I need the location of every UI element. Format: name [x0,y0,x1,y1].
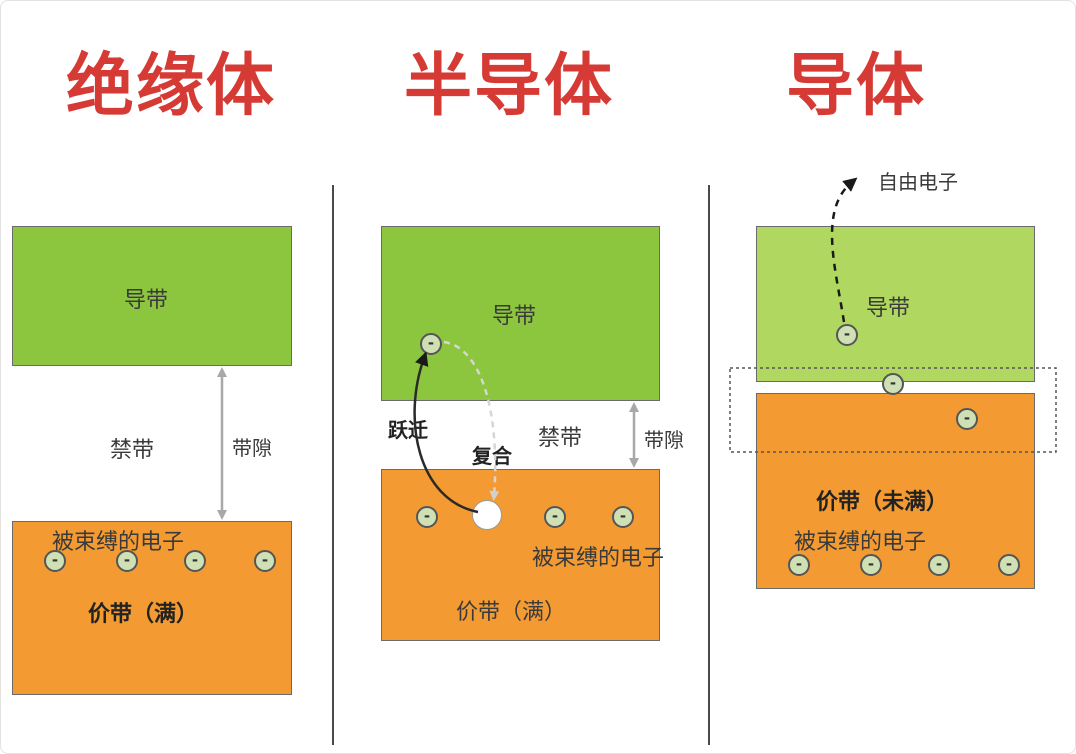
semiconductor-band-gap-label: 带隙 [644,428,684,452]
insulator-electron: - [116,550,138,572]
conductor-valence-band-label: 价带（未满） [816,489,949,515]
semiconductor-recombination-label: 复合 [472,444,512,468]
conductor-electron: - [788,554,810,576]
recombination-arrow [443,340,500,501]
insulator-band-gap-label: 带隙 [232,436,272,460]
insulator-forbidden-band-label: 禁带 [110,438,155,463]
conductor-electron: - [860,554,882,576]
semiconductor-hole [472,500,502,530]
conductor-conduction-band [756,226,1035,382]
semiconductor-conduction-band [381,226,660,401]
conductor-bound-electrons-label: 被束缚的电子 [794,530,927,555]
conductor-electron: - [928,554,950,576]
semiconductor-conduction-band-label: 导带 [492,304,537,329]
conductor-electron: - [998,554,1020,576]
insulator-electron: - [184,550,206,572]
semiconductor-transition-label: 跃迁 [388,418,428,442]
band-overlap-region [729,367,1057,453]
semiconductor-electron: - [416,506,438,528]
title-semiconductor: 半导体 [404,47,615,126]
divider-right [708,185,710,745]
title-insulator: 绝缘体 [66,47,277,126]
semiconductor-forbidden-band-label: 禁带 [538,426,583,451]
insulator-electron: - [254,550,276,572]
semiconductor-bound-electrons-label: 被束缚的电子 [532,546,665,571]
insulator-conduction-band [12,226,292,366]
insulator-valence-band-label: 价带（满） [88,601,199,627]
free-electron-arrow [830,177,858,323]
semiconductor-electron: - [612,506,634,528]
conductor-conduction-band-label: 导带 [866,296,911,321]
conductor-overlap-electron: - [882,373,904,395]
conductor-electron: - [956,408,978,430]
conductor-free-electron-label: 自由电子 [878,170,958,194]
transition-arrow [413,351,479,514]
insulator-conduction-band-label: 导带 [124,288,169,313]
semiconductor-valence-band-label: 价带（满） [456,600,567,625]
semiconductor-excited-electron: - [420,333,442,355]
semiconductor-electron: - [544,506,566,528]
insulator-electron: - [44,550,66,572]
insulator-bound-electrons-label: 被束缚的电子 [52,530,185,555]
title-conductor: 导体 [786,47,927,126]
semiconductor-valence-band [381,469,660,641]
divider-left [332,185,334,745]
conductor-free-electron: - [836,324,858,346]
